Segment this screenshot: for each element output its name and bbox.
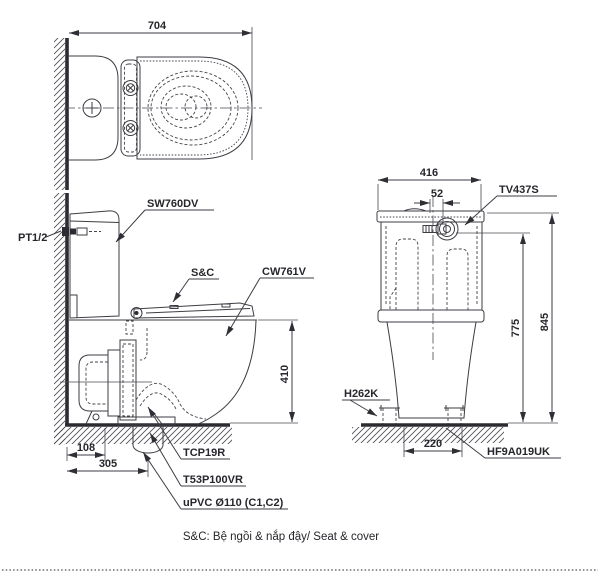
label-pt12: PT1/2 (18, 230, 62, 244)
dimension-704: 704 (69, 20, 253, 160)
bowl-label: CW761V (262, 266, 307, 278)
dimension-220: 220 (403, 427, 463, 457)
label-h262k: H262K (342, 388, 390, 417)
dim-108-value: 108 (77, 442, 95, 454)
bowl-side-outline (69, 319, 257, 425)
dim-220-value: 220 (424, 438, 442, 450)
label-sw760dv: SW760DV (115, 198, 214, 243)
dim-704-value: 704 (148, 20, 167, 32)
hinge-bolt-icon (122, 120, 139, 136)
label-cw761v: CW761V (225, 266, 314, 337)
dim-416-value: 416 (420, 167, 438, 179)
side-view: PT1/2 SW760DV S&C CW761V (18, 193, 314, 510)
cistern-lid-front (376, 208, 485, 223)
drawing-caption: S&C: Bệ ngồi & nắp đậy/ Seat & cover (183, 530, 379, 543)
top-view: 704 (54, 20, 262, 190)
bolt-cap-label: H262K (344, 388, 378, 400)
bowl-front-outline (377, 309, 485, 419)
dim-305-value: 305 (99, 458, 117, 470)
dim-775-value: 775 (510, 319, 522, 337)
dim-845-value: 845 (539, 313, 551, 331)
label-tv437s: TV437S (464, 184, 557, 226)
trapway-assembly (60, 328, 207, 426)
drain-label: T53P100VR (183, 474, 243, 486)
flush-valve-label: TV437S (499, 184, 539, 196)
dimension-410: 410 (258, 319, 298, 422)
inlet-label: PT1/2 (18, 232, 47, 244)
pipe-label: uPVC Ø110 (C1,C2) (183, 497, 284, 509)
flush-button-icon (422, 217, 459, 241)
bolt-cap-icon (444, 405, 465, 424)
dimension-108: 108 (66, 428, 106, 461)
label-upvc: uPVC Ø110 (C1,C2) (142, 451, 288, 510)
floor-hatch (54, 427, 232, 444)
dim-410-value: 410 (279, 365, 291, 383)
dimension-845: 845 (487, 212, 559, 422)
hinge-bolt-icon (122, 80, 139, 96)
bolt-cap-icon (379, 405, 400, 424)
seat-cover-side-outline (125, 302, 255, 335)
seat-hinge-top (120, 59, 141, 157)
dimension-416: 416 (377, 167, 482, 210)
floor-hatch (352, 427, 504, 443)
wall-hatch (54, 193, 65, 445)
dimension-775: 775 (456, 232, 530, 422)
dim-52-value: 52 (431, 188, 443, 200)
label-hf9a019uk: HF9A019UK (445, 427, 561, 459)
seat-cover-top-outline (136, 56, 253, 160)
cistern-label: SW760DV (147, 198, 199, 210)
cistern-side-outline (69, 210, 120, 319)
cistern-body-front (380, 222, 483, 310)
label-sc: S&C (172, 267, 219, 303)
flange-label: TCP19R (183, 447, 225, 459)
label-t53p100vr: T53P100VR (149, 432, 246, 487)
dimension-305: 305 (67, 457, 149, 477)
water-inlet-icon (62, 227, 101, 236)
label-tcp19r: TCP19R (147, 406, 230, 460)
seat-label: S&C (191, 267, 214, 279)
fixing-kit-label: HF9A019UK (487, 446, 550, 458)
front-view: 416 52 TV437S H262K 220 (342, 167, 561, 459)
wall-hatch (54, 38, 65, 190)
dimension-52: 52 (414, 188, 460, 223)
